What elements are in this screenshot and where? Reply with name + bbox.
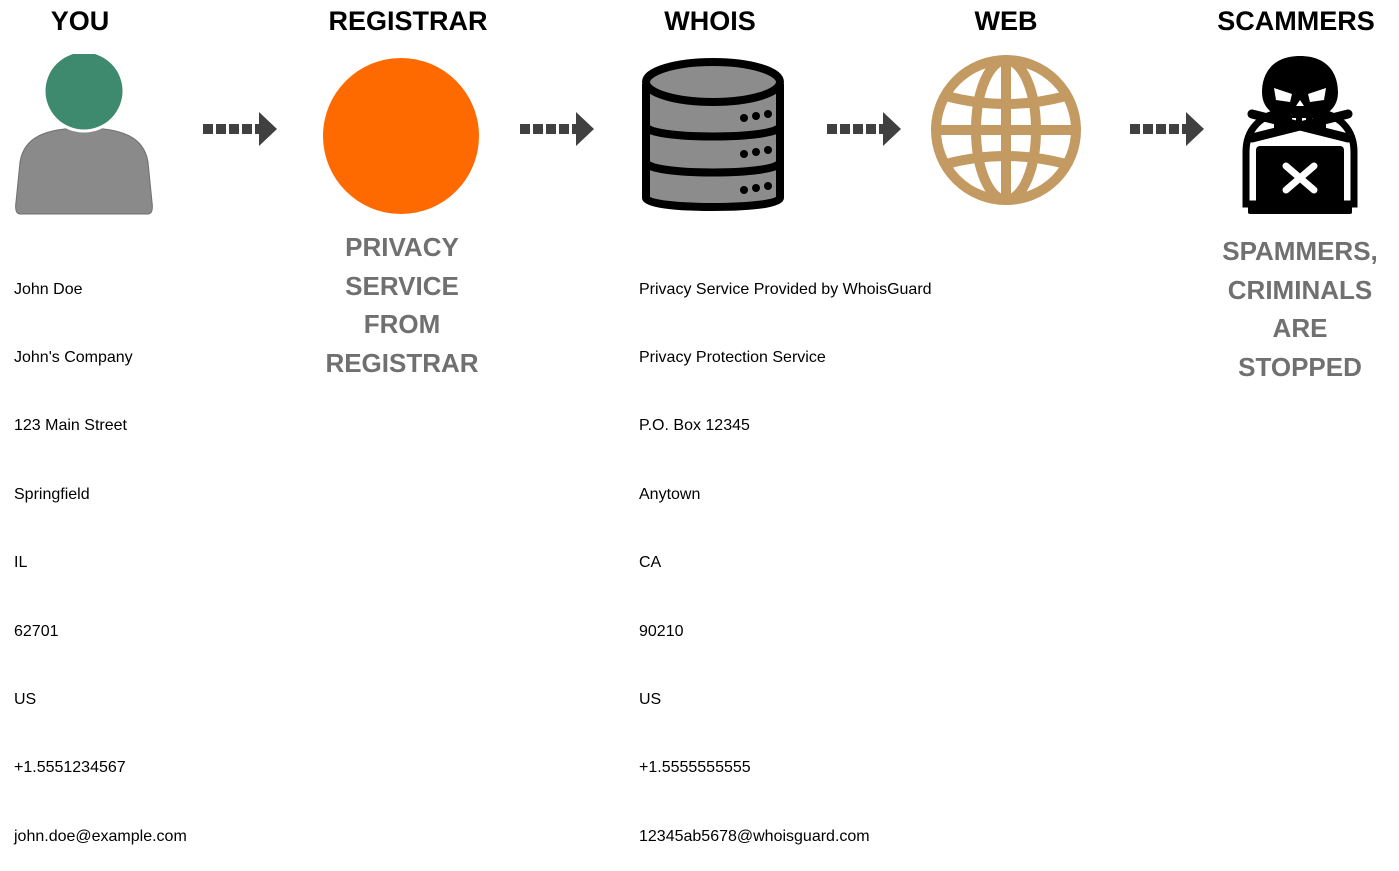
title-you: YOU: [50, 6, 110, 36]
dashed-arrow-icon: [520, 112, 594, 146]
title-whois: WHOIS: [664, 6, 756, 36]
person-icon: [15, 54, 153, 215]
info-line: +1.5555555555: [639, 759, 751, 777]
info-line: IL: [14, 554, 28, 572]
caption-line: STOPPED: [1238, 351, 1362, 382]
you-contact-info: John Doe John's Company 123 Main Street …: [14, 233, 187, 871]
caption-line: PRIVACY: [345, 232, 459, 262]
caption-line: CRIMINALS: [1227, 274, 1373, 305]
info-line: John's Company: [14, 348, 133, 366]
info-line: 90210: [639, 622, 684, 640]
caption-line: SERVICE: [345, 270, 459, 301]
caption-line: ARE: [1272, 313, 1328, 343]
hacker-skull-icon: [1242, 56, 1358, 214]
database-icon: [642, 58, 784, 211]
info-line: +1.5551234567: [14, 759, 126, 777]
dashed-arrow-icon: [203, 112, 277, 146]
registrar-circle-icon: [323, 58, 479, 214]
info-line: Privacy Service Provided by WhoisGuard: [639, 280, 932, 298]
caption-line: FROM: [363, 309, 441, 339]
title-web: WEB: [974, 6, 1038, 36]
info-line: CA: [639, 554, 662, 572]
globe-icon: [931, 55, 1081, 205]
caption-line: SPAMMERS,: [1222, 236, 1378, 266]
scammers-caption: SPAMMERS, CRIMINALS ARE STOPPED: [1180, 232, 1399, 386]
info-line: US: [14, 690, 37, 708]
info-line: Privacy Protection Service: [639, 348, 826, 366]
title-scammers: SCAMMERS: [1217, 6, 1375, 36]
whois-contact-info: Privacy Service Provided by WhoisGuard P…: [639, 233, 932, 871]
info-line: P.O. Box 12345: [639, 417, 750, 435]
info-line: Anytown: [639, 485, 701, 503]
registrar-caption: PRIVACY SERVICE FROM REGISTRAR: [282, 228, 522, 382]
dashed-arrow-icon: [1130, 112, 1204, 146]
caption-line: REGISTRAR: [325, 347, 479, 378]
info-line: 62701: [14, 622, 59, 640]
info-line: US: [639, 690, 662, 708]
info-line: John Doe: [14, 280, 83, 298]
info-line: 12345ab5678@whoisguard.com: [639, 827, 870, 845]
info-line: john.doe@example.com: [14, 827, 187, 845]
info-line: 123 Main Street: [14, 417, 127, 435]
info-line: Springfield: [14, 485, 90, 503]
dashed-arrow-icon: [827, 112, 901, 146]
title-registrar: REGISTRAR: [328, 6, 488, 36]
